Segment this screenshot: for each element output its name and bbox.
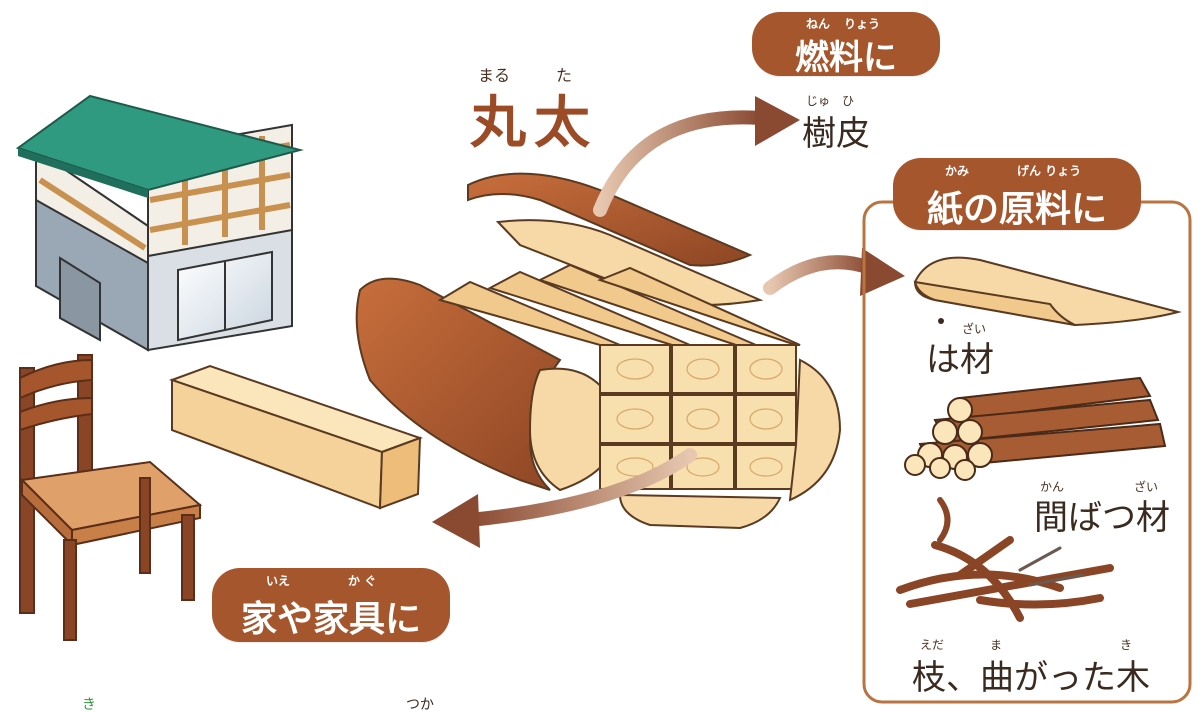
building-illustration	[15, 94, 304, 352]
log-illustration	[355, 172, 842, 530]
footer-fragment-2: つか	[406, 697, 434, 713]
arrow-to-paper	[763, 248, 905, 296]
emphasis-dot	[938, 318, 944, 324]
paper-pill-label: 紙の原料に	[926, 189, 1107, 230]
fuel-pill-ruby-1: ねん	[806, 17, 831, 31]
kanbatsu-ruby-1: かん	[1040, 480, 1065, 494]
house-pill-label: 家や家具に	[240, 599, 421, 640]
paper-pill-ruby-1: かみ	[945, 164, 970, 178]
kanbatsu-label: 間ばつ材	[1034, 498, 1170, 538]
bark-ruby: じゅ ひ	[806, 94, 855, 108]
house-pill-ruby-1: いえ	[266, 574, 291, 588]
branches-illustration	[896, 497, 1114, 622]
footer-fragment-1: き	[82, 697, 96, 713]
house-pill-ruby-2: か ぐ	[348, 574, 377, 588]
chair-illustration	[19, 354, 203, 641]
branches-ruby-2: ま	[990, 638, 1003, 652]
title-ruby-left: まる	[478, 66, 511, 85]
square-lumber-illustration	[169, 364, 423, 510]
hazai-label: は材	[926, 340, 994, 380]
fuel-pill: ねん りょう 燃料に	[752, 12, 940, 78]
title-ruby-right: た	[556, 66, 573, 85]
fuel-pill-label: 燃料に	[795, 38, 897, 78]
paper-pill: かみ げん りょう 紙の原料に	[893, 158, 1141, 230]
arrow-to-house	[432, 448, 697, 548]
thinned-logs-illustration	[904, 376, 1167, 481]
branches-label: 枝、曲がった木	[912, 658, 1150, 698]
hazai-ruby: ざい	[962, 322, 987, 336]
fuel-pill-ruby-2: りょう	[844, 17, 881, 31]
wood-chip-illustration	[913, 256, 1182, 327]
branches-ruby-1: えだ	[920, 638, 945, 652]
bark-label: 樹皮	[802, 114, 870, 154]
arrow-to-fuel	[593, 96, 800, 217]
paper-pill-ruby-2: げん りょう	[1017, 164, 1082, 178]
branches-ruby-3: き	[1120, 638, 1133, 652]
kanbatsu-ruby-2: ざい	[1134, 480, 1159, 494]
title-maruta: 丸太	[470, 91, 598, 156]
house-pill: いえ か ぐ 家や家具に	[212, 568, 450, 642]
